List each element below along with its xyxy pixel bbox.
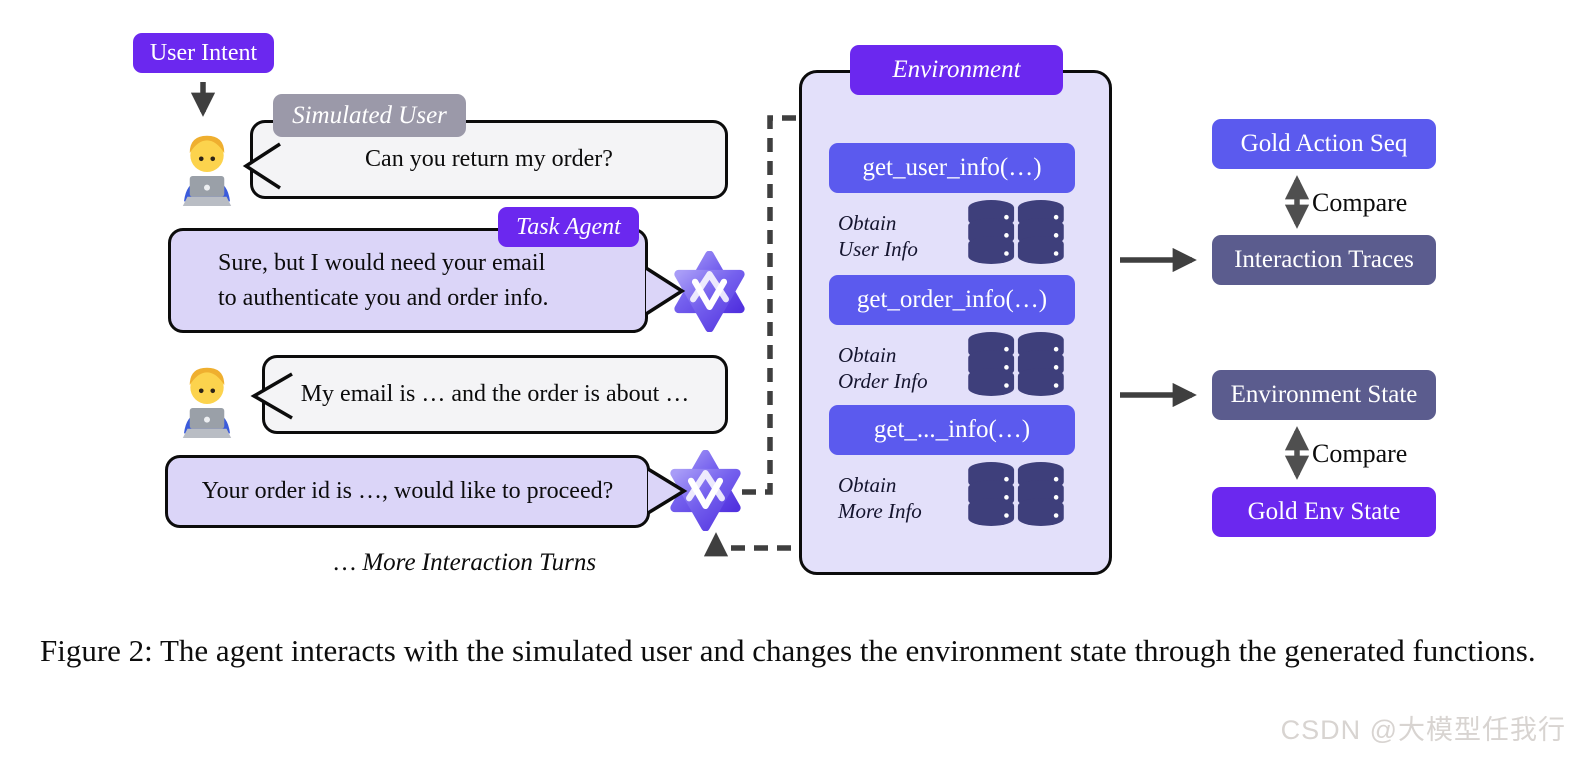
environment-state-box: Environment State	[1212, 370, 1436, 420]
agent-bubble-1-line2: to authenticate you and order info.	[218, 284, 549, 311]
obtain-label-line1: Obtain	[838, 343, 897, 367]
more-interaction-turns-text: … More Interaction Turns	[333, 549, 597, 576]
watermark: CSDN @大模型任我行	[1281, 708, 1566, 747]
compare-text: Compare	[1312, 188, 1408, 217]
function-get-more-info: get_..._info(…)	[829, 405, 1075, 455]
simulated-user-text: Simulated User	[292, 101, 447, 129]
simulated-user-emoji-icon	[182, 367, 232, 438]
figure-caption: Figure 2: The agent interacts with the s…	[40, 628, 1556, 673]
obtain-more-info-label: Obtain More Info	[838, 472, 968, 524]
compare-text: Compare	[1312, 439, 1408, 468]
database-icon	[966, 332, 1066, 396]
gold-env-state-box: Gold Env State	[1212, 487, 1436, 537]
task-agent-text: Task Agent	[516, 213, 621, 240]
obtain-label-line1: Obtain	[838, 211, 897, 235]
environment-state-text: Environment State	[1230, 381, 1418, 408]
agent-bubble-1-line1: Sure, but I would need your email	[218, 249, 546, 276]
task-agent-logo-icon	[667, 450, 744, 531]
obtain-order-info-label: Obtain Order Info	[838, 342, 968, 394]
more-interaction-turns-label: … More Interaction Turns	[300, 549, 630, 577]
gold-action-seq-box: Gold Action Seq	[1212, 119, 1436, 169]
user-bubble-2: My email is … and the order is about …	[262, 355, 728, 434]
watermark-text: CSDN @大模型任我行	[1280, 715, 1566, 745]
obtain-label-line2: User Info	[838, 237, 918, 261]
gold-action-seq-text: Gold Action Seq	[1240, 130, 1408, 157]
interaction-traces-text: Interaction Traces	[1234, 246, 1414, 273]
obtain-user-info-label: Obtain User Info	[838, 210, 968, 262]
user-intent-text: User Intent	[149, 39, 258, 66]
task-agent-logo-icon	[671, 251, 748, 332]
simulated-user-label: Simulated User	[273, 94, 466, 137]
user-bubble-1-text: Can you return my order?	[365, 146, 613, 172]
user-bubble-2-text: My email is … and the order is about …	[300, 381, 690, 407]
task-agent-label: Task Agent	[498, 207, 639, 247]
function-get-user-info: get_user_info(…)	[829, 143, 1075, 193]
compare-label: Compare	[1312, 439, 1442, 469]
database-icon	[966, 200, 1066, 264]
database-icon	[966, 462, 1066, 526]
function-get-user-info-text: get_user_info(…)	[862, 154, 1042, 181]
simulated-user-emoji-icon	[182, 135, 232, 206]
figure-caption-text: Figure 2: The agent interacts with the s…	[40, 633, 1536, 668]
interaction-traces-box: Interaction Traces	[1212, 235, 1436, 285]
agent-bubble-2: Your order id is …, would like to procee…	[165, 455, 650, 528]
compare-label: Compare	[1312, 188, 1442, 218]
function-get-order-info: get_order_info(…)	[829, 275, 1075, 325]
user-intent-label: User Intent	[133, 33, 274, 73]
obtain-label-line1: Obtain	[838, 473, 897, 497]
environment-title: Environment	[850, 45, 1063, 95]
function-get-order-info-text: get_order_info(…)	[856, 286, 1048, 313]
agent-bubble-2-text: Your order id is …, would like to procee…	[201, 478, 614, 504]
function-get-more-info-text: get_..._info(…)	[873, 416, 1031, 443]
gold-env-state-text: Gold Env State	[1247, 498, 1401, 525]
environment-title-text: Environment	[892, 56, 1021, 83]
user-bubble-1: Can you return my order?	[250, 120, 728, 199]
obtain-label-line2: Order Info	[838, 369, 928, 393]
obtain-label-line2: More Info	[838, 499, 922, 523]
